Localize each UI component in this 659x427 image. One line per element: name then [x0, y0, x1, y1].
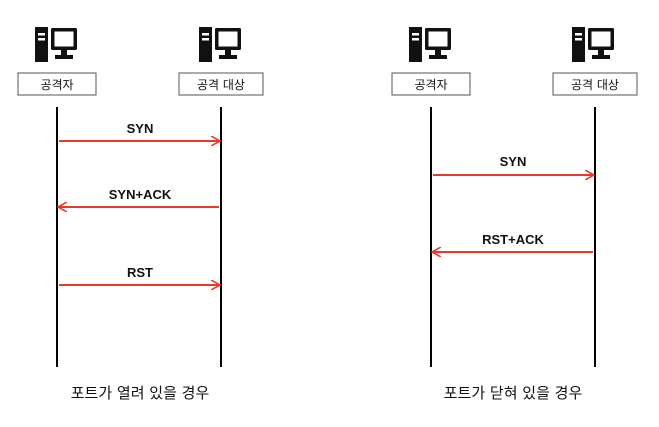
attacker-label-box [17, 72, 97, 96]
computer-icon [199, 27, 241, 62]
attacker-label: 공격자 [414, 78, 447, 92]
caption-port-open: 포트가 열려 있을 경우 [71, 384, 210, 402]
panel-port-closed: 공격자 공격 대상 SYN RST+ACK 포트가 닫혀 있을 경우 [391, 27, 638, 402]
panel-port-open: 공격자 공격 대상 SYN SYN+ACK RST 포트가 열려 있을 경우 [17, 27, 264, 402]
target-label-box [552, 72, 638, 96]
target-label: 공격 대상 [571, 78, 619, 92]
computer-icon [35, 27, 77, 62]
message-label-syn-ack: SYN+ACK [109, 187, 172, 202]
message-label-syn: SYN [127, 121, 154, 136]
message-label-syn: SYN [500, 154, 527, 169]
caption-port-closed: 포트가 닫혀 있을 경우 [444, 384, 583, 402]
computer-icon [572, 27, 614, 62]
target-label-box [178, 72, 264, 96]
message-label-rst: RST [127, 265, 153, 280]
attacker-label-box [391, 72, 471, 96]
computer-icon [409, 27, 451, 62]
attacker-label: 공격자 [40, 78, 73, 92]
message-label-rst-ack: RST+ACK [482, 232, 544, 247]
target-label: 공격 대상 [197, 78, 245, 92]
